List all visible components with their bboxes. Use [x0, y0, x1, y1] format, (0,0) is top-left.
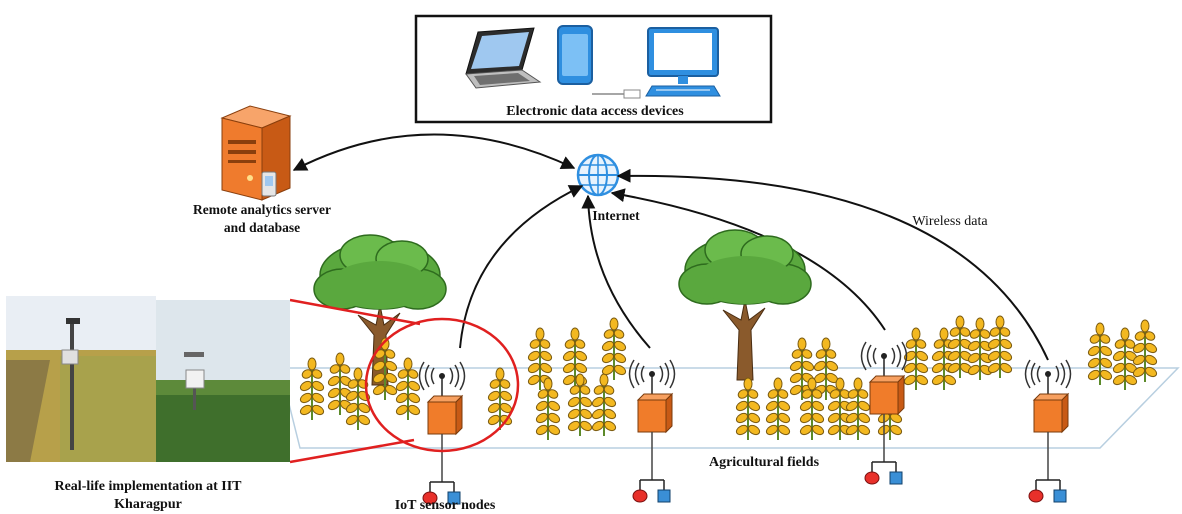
wireless-label: Wireless data — [912, 214, 988, 229]
server-internet-link — [292, 133, 576, 171]
node2-link — [581, 194, 651, 349]
node4-link — [616, 168, 1049, 361]
devices-label: Electronic data access devices — [506, 104, 684, 119]
crop-icon — [599, 317, 629, 381]
sensor-nodes-label: IoT sensor nodes — [395, 498, 496, 513]
server-label-line1: Remote analytics server — [193, 202, 331, 217]
crop-icon — [1085, 322, 1115, 386]
highlight-line-top — [289, 298, 421, 326]
realife-label-line1: Real-life implementation at IIT — [54, 479, 242, 494]
internet-label: Internet — [592, 208, 640, 223]
server-label-line2: and database — [224, 220, 300, 235]
crop-icon — [1130, 319, 1160, 383]
highlight-circle — [364, 317, 520, 453]
tree-icon — [678, 229, 812, 381]
monitor-icon — [645, 27, 721, 97]
field-photo-2 — [156, 300, 290, 462]
highlight-line-bottom — [289, 438, 415, 464]
crop-icon — [985, 315, 1015, 379]
devices-panel: Electronic data access devices — [414, 14, 773, 124]
globe-icon — [576, 153, 620, 197]
realife-label-line2: Kharagpur — [114, 497, 182, 512]
field-photo-1 — [6, 296, 156, 462]
server-icon — [220, 105, 292, 201]
smartphone-icon — [557, 25, 641, 99]
node1-link — [459, 185, 584, 349]
fields-label: Agricultural fields — [709, 455, 820, 470]
laptop-icon — [465, 27, 542, 89]
